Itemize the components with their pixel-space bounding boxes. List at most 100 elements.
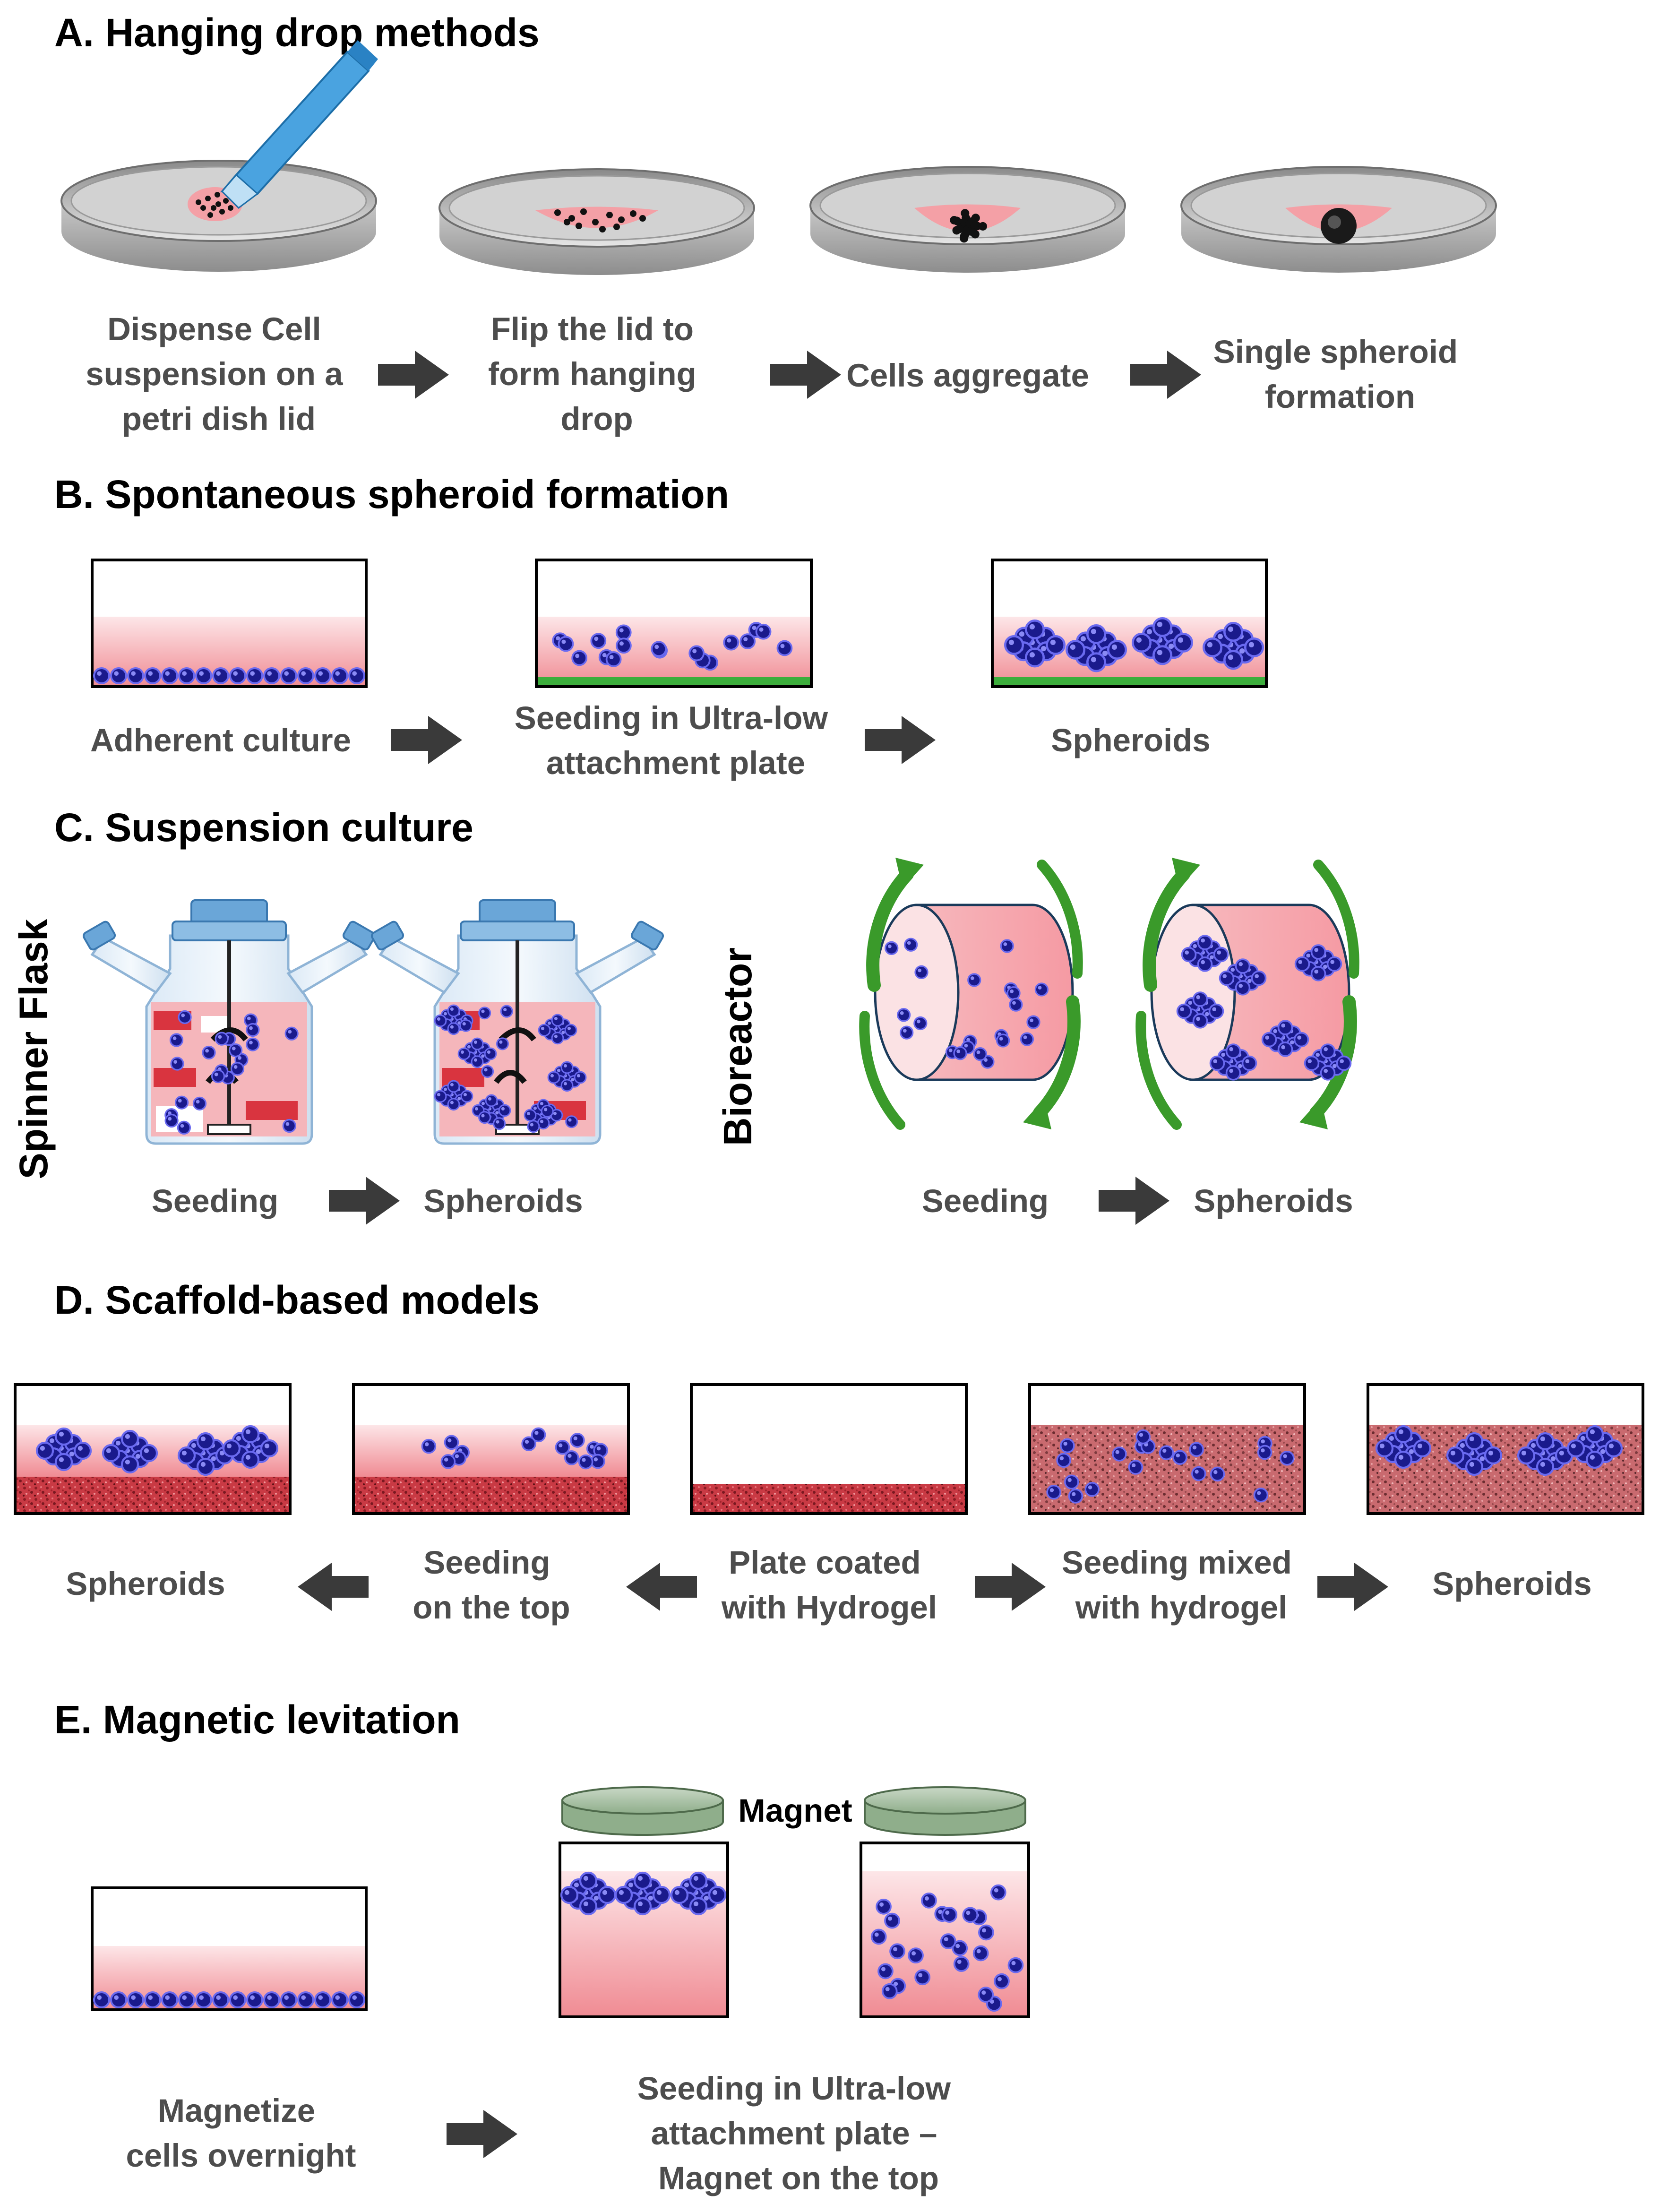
cell-dot [592,219,599,225]
cell-highlight [1307,1059,1312,1063]
cell [447,1080,460,1093]
cell [1465,1457,1484,1476]
flow-arrow-a2 [770,351,841,399]
cell-highlight [1469,1462,1474,1467]
cell-highlight [463,1093,467,1096]
levitated-spheroids [560,1871,727,1916]
cell [1536,1432,1555,1451]
cell [471,1055,484,1068]
cell-highlight [1063,1441,1067,1446]
cell-highlight [1067,1478,1072,1482]
cell-highlight [567,1454,572,1458]
cell [1192,1013,1208,1029]
cell [614,1885,633,1904]
cell [1585,1450,1604,1469]
cell [120,1429,139,1448]
cell-highlight [1111,644,1117,650]
cell-highlight [1008,639,1014,645]
cell [570,1433,585,1448]
spinner-flask-seeding [82,899,376,1145]
cell [633,1871,652,1890]
cell [1310,944,1326,960]
cell [348,667,365,684]
cell-highlight [232,1046,236,1050]
flow-arrow-b2 [865,716,936,764]
cell-highlight [457,1097,461,1101]
magnet-left [561,1786,724,1836]
cell-highlight [541,1026,545,1030]
cell [1465,1432,1484,1451]
cell-highlight [1238,962,1243,966]
cell-dot [207,212,213,218]
cell-dot [613,224,620,230]
cell-dot [978,222,987,231]
cell-highlight [1229,1047,1233,1051]
cell-dot [580,208,587,215]
cell-highlight [1210,955,1214,960]
cell [164,1113,179,1128]
cell-highlight [1261,1439,1265,1444]
cell [1135,1429,1151,1445]
cell [688,645,705,662]
cell-highlight [233,671,238,676]
cell [558,636,574,652]
cell [246,667,263,684]
cell-highlight [1450,1450,1455,1455]
cell-highlight [180,1124,184,1128]
flow-arrow-d-left-1 [298,1563,369,1611]
cell [177,1120,191,1135]
cell-highlight [1398,1455,1403,1460]
cell [496,1037,509,1050]
cell [590,633,607,649]
cell [914,965,929,980]
cell-highlight [1080,636,1086,642]
cell-highlight [583,1876,588,1881]
flow-arrow-c2 [1099,1177,1169,1225]
cell-highlight [561,639,566,644]
cell [1277,1041,1293,1057]
cell-highlight [759,627,764,632]
cell [178,1991,195,2008]
spheroid-clusters [1004,617,1264,672]
cell-highlight [684,1882,689,1887]
cell-highlight [218,1035,222,1039]
cell [776,640,793,656]
cell [1192,991,1208,1007]
cell [215,1032,229,1046]
cell [579,1897,598,1916]
cell [263,667,280,684]
cell-highlight [267,671,272,676]
cell-highlight [450,1025,454,1029]
cell [953,1956,970,1972]
cell-highlight [1379,1443,1384,1448]
cell-highlight [1571,1443,1576,1448]
cell-dot [954,224,963,233]
cell [73,1441,92,1460]
cell [440,1454,456,1469]
cell-highlight [481,1009,485,1013]
cell-highlight [1290,1040,1294,1045]
cell [280,1991,297,2008]
cell-highlight [590,1445,594,1449]
cell [564,1024,577,1037]
cell-highlight [907,941,911,945]
cell [178,667,195,684]
cell [297,1991,314,2008]
cell [1394,1425,1413,1444]
caption-a1: Dispense Cell suspension on a petri dish… [86,311,352,437]
cell-highlight [1469,1436,1474,1441]
cell-highlight [496,1120,499,1124]
cell [900,1025,914,1040]
cell-highlight [236,1436,241,1441]
cell-highlight [887,944,892,948]
well-d2-seeding-top [352,1383,630,1515]
cell [297,667,314,684]
cell-highlight [1003,942,1007,946]
cell [1253,1488,1269,1503]
cell [192,1096,207,1110]
cell [195,1991,212,2008]
cell [1375,1439,1394,1458]
cell [1261,1032,1277,1048]
cell [1060,1438,1075,1454]
